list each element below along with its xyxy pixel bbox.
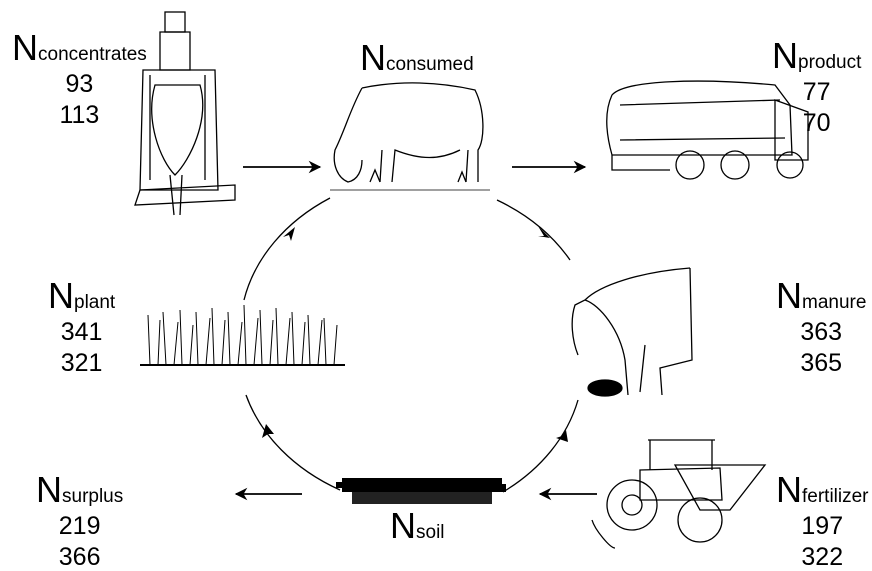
node-soil: Nsoil xyxy=(390,508,445,544)
node-sub: consumed xyxy=(386,54,474,75)
tractor-spreader-illustration xyxy=(592,440,765,548)
grass-illustration xyxy=(140,305,345,365)
cow-manure-illustration xyxy=(572,268,692,396)
node-letter: N xyxy=(776,275,802,316)
value-2: 366 xyxy=(36,545,123,570)
node-letter: N xyxy=(390,505,416,546)
node-concentrates: Nconcentrates 93 113 xyxy=(12,30,147,128)
value-2: 365 xyxy=(776,351,866,376)
node-letter: N xyxy=(776,469,802,510)
cycle-arrowhead xyxy=(283,227,295,241)
node-letter: N xyxy=(12,27,38,68)
node-consumed: Nconsumed xyxy=(360,40,474,76)
value-2: 322 xyxy=(776,545,869,570)
feeder-cow-illustration xyxy=(135,12,235,215)
cycle-arrowhead xyxy=(538,226,550,238)
value-1: 363 xyxy=(776,320,866,345)
value-1: 197 xyxy=(776,514,869,539)
node-letter: N xyxy=(36,469,62,510)
node-sub: manure xyxy=(802,292,866,313)
cycle-circle xyxy=(244,198,578,492)
node-sub: fertilizer xyxy=(802,486,869,507)
value-2: 70 xyxy=(772,111,861,136)
soil-illustration xyxy=(336,478,506,504)
cycle-arrowhead xyxy=(556,430,568,442)
node-sub: surplus xyxy=(62,486,123,507)
cycle-arrowhead xyxy=(262,424,274,438)
node-letter: N xyxy=(772,35,798,76)
value-2: 321 xyxy=(48,351,115,376)
value-1: 93 xyxy=(12,72,147,97)
node-manure: Nmanure 363 365 xyxy=(776,278,866,376)
value-1: 219 xyxy=(36,514,123,539)
node-plant: Nplant 341 321 xyxy=(48,278,115,376)
value-1: 77 xyxy=(772,80,861,105)
node-product: Nproduct 77 70 xyxy=(772,38,861,136)
value-2: 113 xyxy=(12,103,147,128)
node-sub: soil xyxy=(416,522,445,543)
node-letter: N xyxy=(48,275,74,316)
value-1: 341 xyxy=(48,320,115,345)
node-sub: concentrates xyxy=(38,44,147,65)
grazing-cow-illustration xyxy=(330,83,490,190)
node-sub: plant xyxy=(74,292,115,313)
node-fertilizer: Nfertilizer 197 322 xyxy=(776,472,869,570)
node-letter: N xyxy=(360,37,386,78)
node-sub: product xyxy=(798,52,861,73)
node-surplus: Nsurplus 219 366 xyxy=(36,472,123,570)
